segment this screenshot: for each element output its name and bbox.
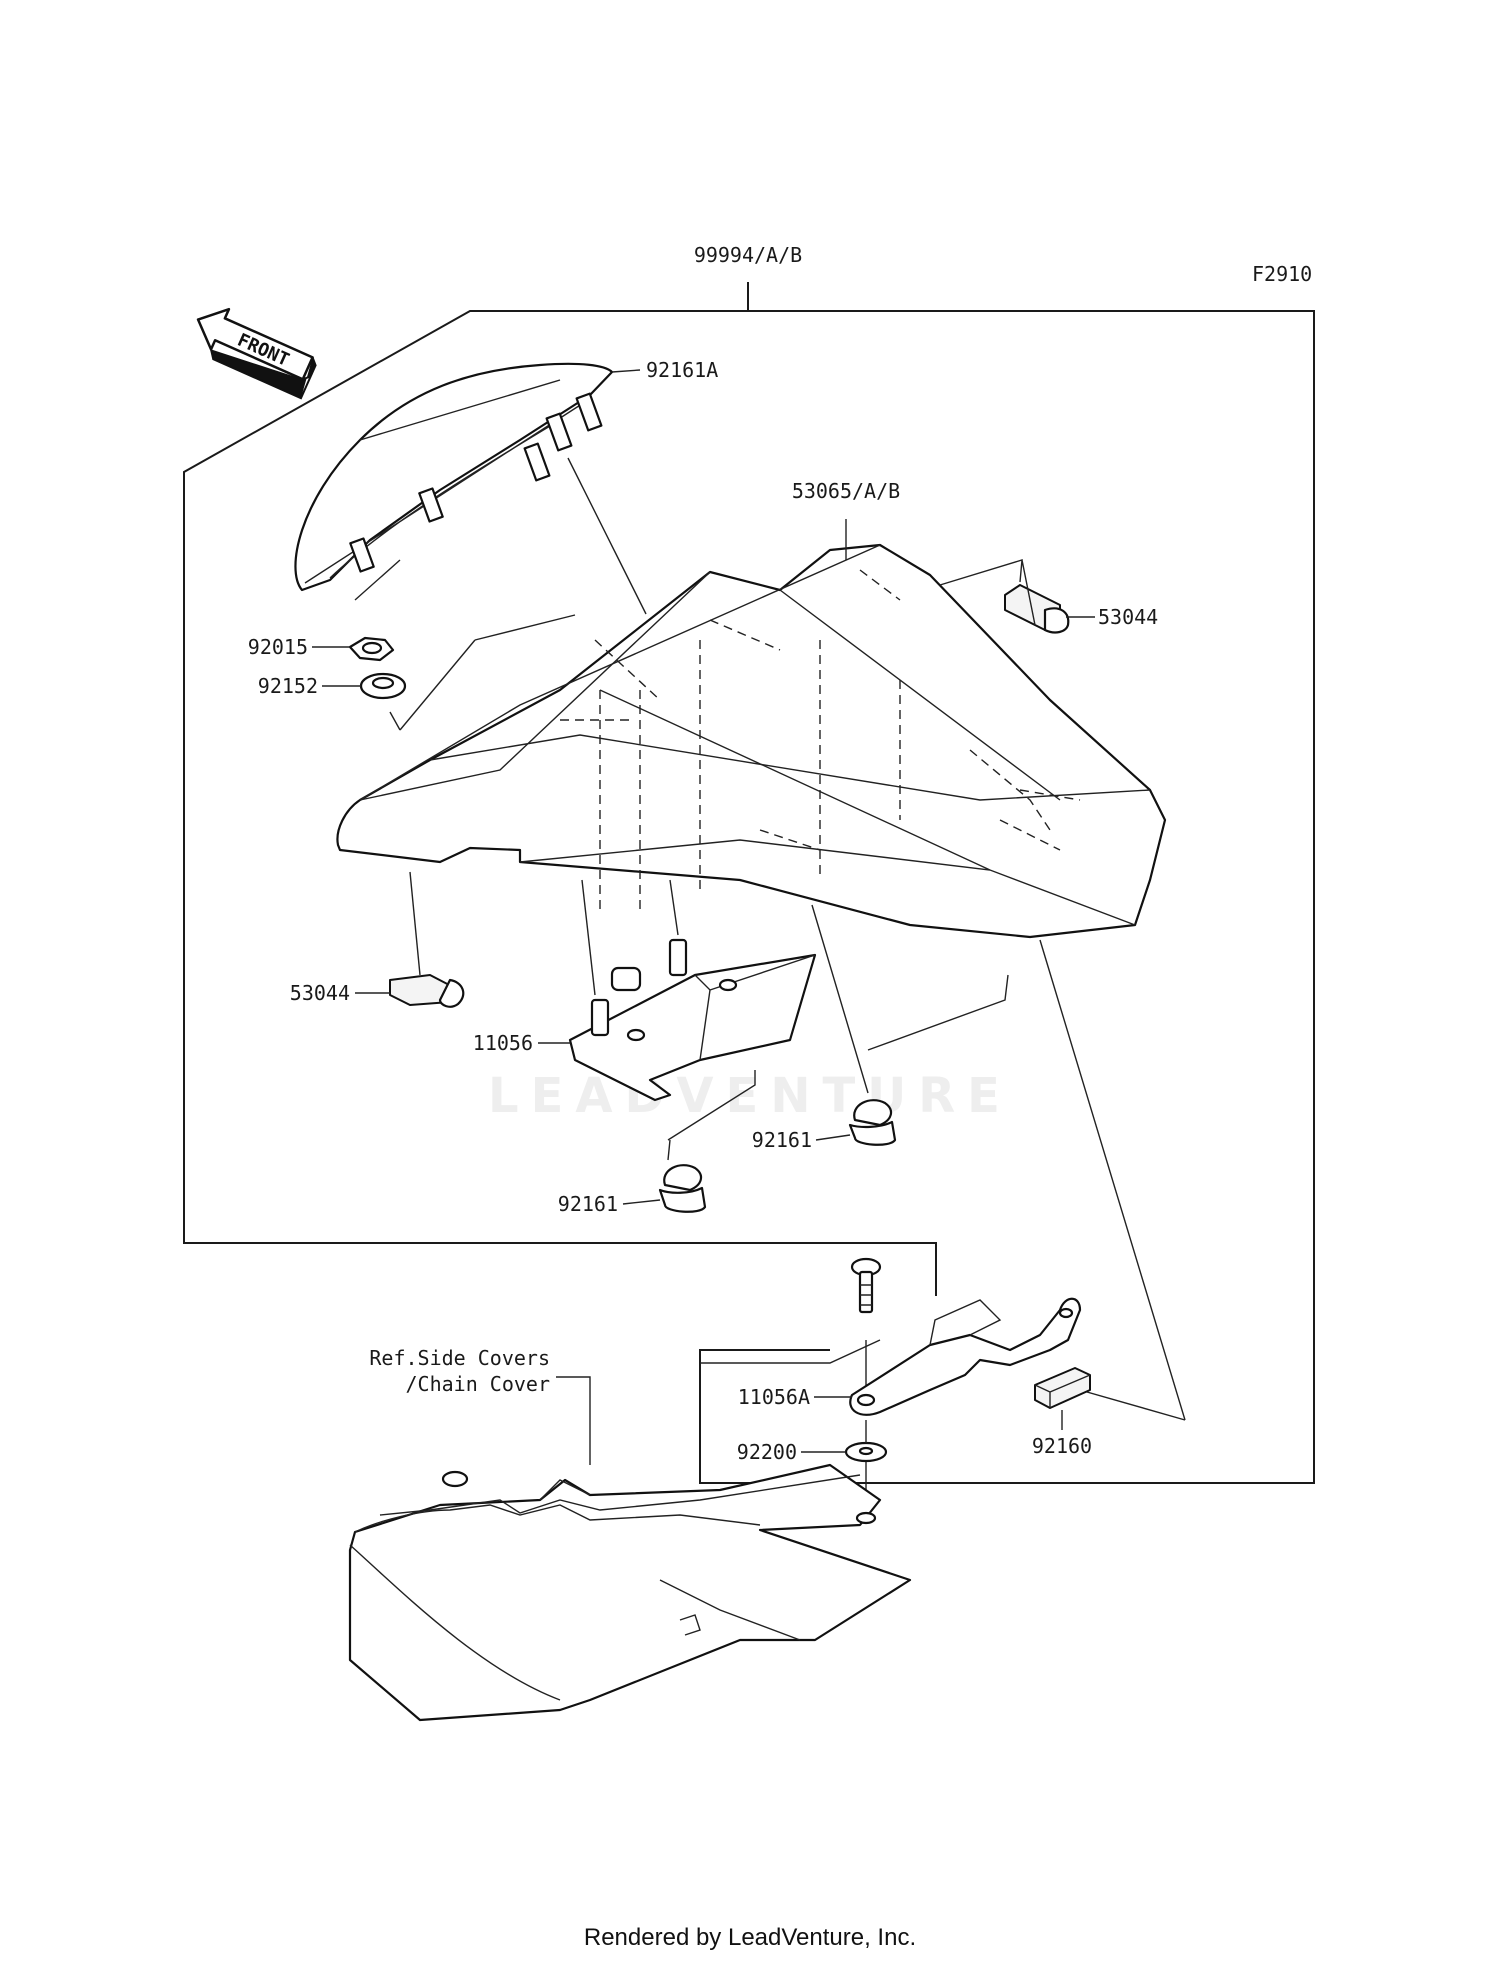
front-arrow-icon: FRONT xyxy=(196,307,317,400)
callout-92161-right: 92161 xyxy=(752,1128,812,1152)
side-cover-reference xyxy=(348,1463,912,1722)
bracket-11056 xyxy=(568,938,817,1102)
callout-53044-left: 53044 xyxy=(290,981,350,1005)
callout-92200: 92200 xyxy=(737,1440,797,1464)
callout-53044-right: 53044 xyxy=(1098,605,1158,629)
nut-92015 xyxy=(348,636,395,662)
callout-92152: 92152 xyxy=(258,674,318,698)
footer-credit: Rendered by LeadVenture, Inc. xyxy=(584,1924,916,1951)
seat-cowl-53065 xyxy=(336,543,1167,939)
assembly-boundary xyxy=(183,310,1315,1484)
bolt xyxy=(850,1257,882,1314)
assembly-label: 99994/A/B xyxy=(694,243,802,267)
callout-53065: 53065/A/B xyxy=(792,479,900,503)
callout-92160: 92160 xyxy=(1032,1434,1092,1458)
washer-92200 xyxy=(844,1441,888,1463)
reference-note-line1: Ref.Side Covers xyxy=(369,1346,550,1370)
bracket-11056A xyxy=(849,1297,1082,1416)
reference-note-line2: /Chain Cover xyxy=(406,1372,551,1396)
pad-92160 xyxy=(1034,1367,1091,1409)
callout-11056A: 11056A xyxy=(738,1385,810,1409)
clip-53044-left xyxy=(389,974,465,1008)
damper-92161-left xyxy=(658,1164,707,1213)
watermark-text: LEADVENTURE xyxy=(488,1068,1012,1124)
callout-11056: 11056 xyxy=(473,1031,533,1055)
callout-92161A: 92161A xyxy=(646,358,718,382)
collar-92152 xyxy=(359,672,407,700)
figure-code: F2910 xyxy=(1252,262,1312,286)
damper-92161-right xyxy=(848,1099,897,1146)
seat-pad-92161A xyxy=(294,362,641,601)
clip-53044-right xyxy=(1004,584,1070,634)
callout-92161-left: 92161 xyxy=(558,1192,618,1216)
callout-92015: 92015 xyxy=(248,635,308,659)
